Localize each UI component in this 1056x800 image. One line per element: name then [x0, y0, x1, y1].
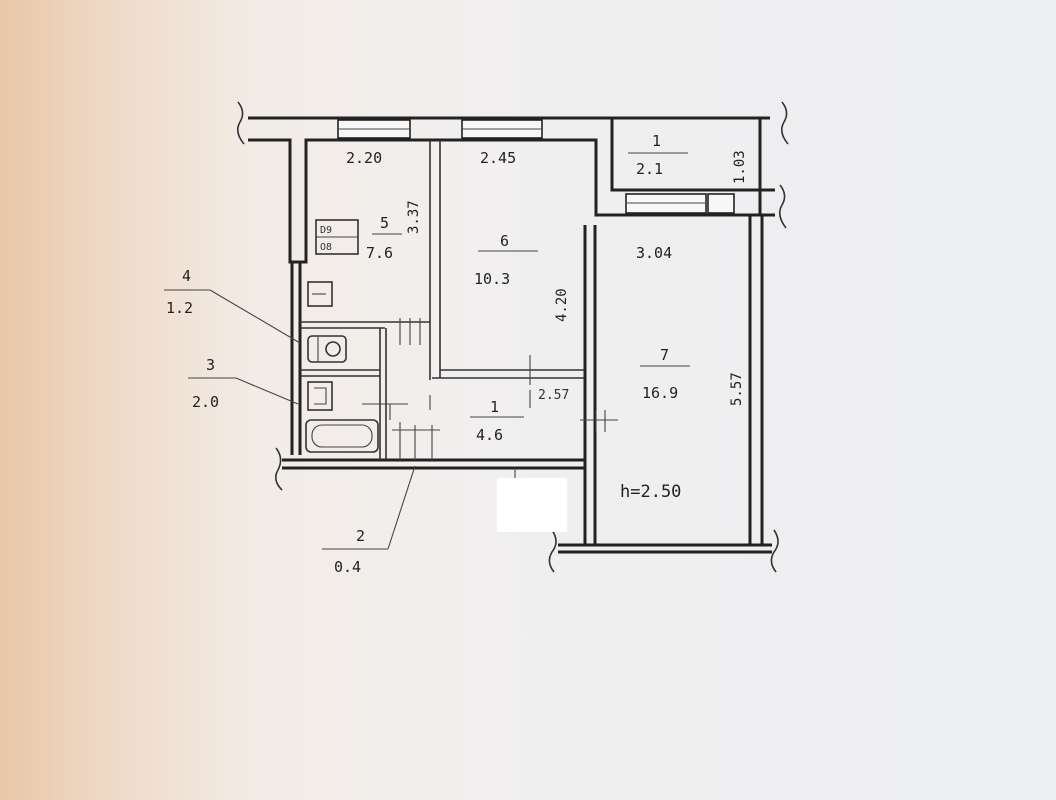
balcony-depth: 1.03 [732, 150, 748, 184]
room-area: 10.3 [474, 270, 510, 288]
leader-lines [164, 289, 416, 550]
interior-walls [300, 140, 618, 482]
exterior-walls [248, 116, 775, 554]
room-vestibule: 2 0.4 [334, 527, 365, 576]
toilet-icon [307, 335, 347, 363]
room-bedroom: 6 10.3 [474, 232, 510, 288]
room-hall: 1 4.6 [476, 398, 503, 444]
living-length: 5.57 [729, 372, 745, 406]
hall-width: 2.57 [538, 388, 569, 403]
room-number: 2 [356, 527, 365, 545]
kitchen-width: 2.20 [346, 149, 382, 167]
kitchen-length: 3.37 [406, 200, 422, 234]
ceiling-height: h=2.50 [620, 482, 681, 502]
break-marks [236, 101, 789, 573]
room-living: 7 16.9 [642, 346, 678, 402]
room-balcony: 1 2.1 [636, 132, 663, 178]
fixtures [305, 219, 379, 453]
room-area: 0.4 [334, 558, 361, 576]
room-number: 5 [380, 214, 389, 232]
room-area: 16.9 [642, 384, 678, 402]
living-width: 3.04 [636, 244, 672, 262]
room-area: 1.2 [166, 299, 193, 317]
stove-mark: O8 [320, 242, 332, 253]
room-number: 7 [660, 346, 669, 364]
room-number: 1 [490, 398, 499, 416]
windows [337, 119, 735, 214]
bedroom-length: 4.20 [554, 288, 570, 322]
room-kitchen: 5 7.6 [366, 214, 393, 262]
washbasin-icon [307, 381, 333, 411]
dimension-labels: 2.20 3.37 2.45 4.20 1.03 3.04 5.57 2.57 … [346, 149, 748, 502]
room-bathroom: 3 2.0 [192, 356, 219, 411]
room-number: 4 [182, 267, 191, 285]
room-area: 4.6 [476, 426, 503, 444]
bathtub-icon [305, 419, 379, 453]
stove-marks: D9 O8 [320, 225, 332, 253]
balcony-door [707, 193, 735, 214]
blank-patch [497, 478, 567, 532]
stove-mark: D9 [320, 225, 332, 236]
room-area: 7.6 [366, 244, 393, 262]
room-number: 6 [500, 232, 509, 250]
room-area: 2.0 [192, 393, 219, 411]
room-number: 3 [206, 356, 215, 374]
room-toilet: 4 1.2 [166, 267, 193, 317]
kitchen-sink-icon [307, 281, 333, 307]
fraction-bars [372, 152, 690, 418]
bedroom-width: 2.45 [480, 149, 516, 167]
room-area: 2.1 [636, 160, 663, 178]
stove-icon [315, 219, 359, 255]
room-number: 1 [652, 132, 661, 150]
